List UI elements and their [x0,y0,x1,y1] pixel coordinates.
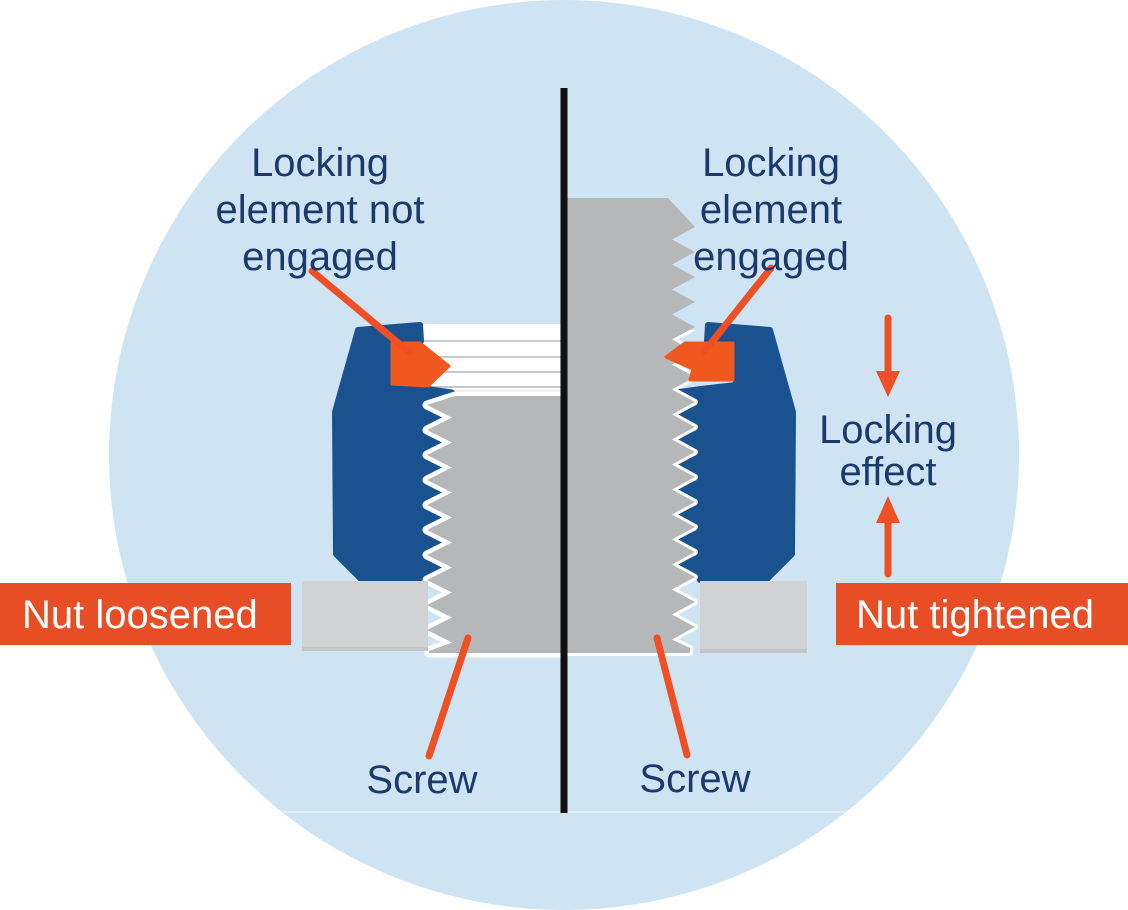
locking-effect-line2: effect [839,450,936,494]
right-callout-label: Locking element engaged [693,141,849,279]
right-callout-line3: engaged [693,235,849,279]
callout-line-left [308,267,413,356]
right-assembly [564,198,807,656]
banner-nut-loosened: Nut loosened [0,583,291,645]
screw-label-left: Screw [366,758,477,802]
down-arrow-head-icon [876,371,900,397]
right-callout-line1: Locking [702,141,840,185]
screw-label-right: Screw [639,757,750,801]
annotations [308,264,892,760]
banner-nut-tightened-bg [836,583,1128,645]
nut-right [673,322,796,583]
locking-effect-line1: Locking [819,408,957,452]
banner-nut-tightened: Nut tightened [836,583,1128,645]
callout-line-right [700,264,775,356]
screw-pointer-left [425,634,472,760]
left-callout-line3: engaged [242,235,398,279]
bore-thread-line [423,356,561,358]
left-callout-label: Locking element not engaged [215,141,424,279]
bore-thread-line [423,386,561,388]
bore-band-left-bg [423,324,561,396]
screw-pointer-right [653,634,691,759]
locking-element-right [664,341,735,382]
right-callout-line2: element [700,188,842,232]
screw-right [567,198,695,653]
left-assembly [302,322,566,658]
banner-nut-loosened-text: Nut loosened [22,593,258,637]
banner-nut-loosened-bg [0,583,291,645]
washer-right [700,581,807,653]
left-callout-line1: Locking [251,141,389,185]
bore-thread-line [423,340,561,342]
washer-right-edge [700,649,807,653]
banner-nut-tightened-text: Nut tightened [856,593,1094,637]
washer-left [302,581,428,651]
washer-left-edge [302,647,428,651]
bore-thread-line [423,371,561,373]
up-arrow-head-icon [876,496,900,523]
left-callout-line2: element not [215,188,424,232]
screw-left [427,396,561,653]
locking-effect-label: Locking effect [819,408,957,494]
